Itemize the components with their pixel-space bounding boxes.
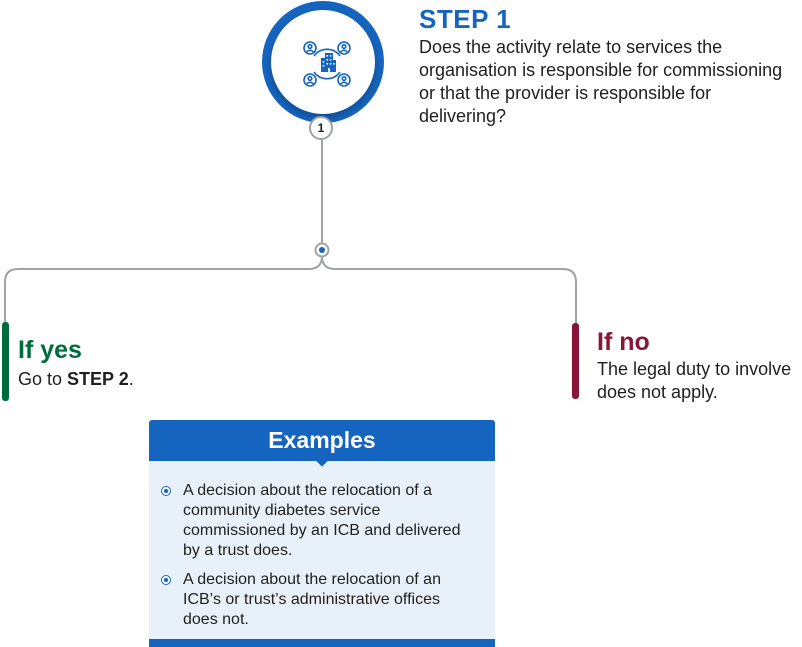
example-text: A decision about the relocation of an IC… bbox=[183, 571, 441, 628]
right-branch-line bbox=[321, 255, 577, 323]
examples-list: A decision about the relocation of a com… bbox=[149, 461, 495, 630]
example-item: A decision about the relocation of an IC… bbox=[161, 570, 479, 630]
no-branch-text: The legal duty to involve does not apply… bbox=[597, 359, 792, 402]
example-item: A decision about the relocation of a com… bbox=[161, 481, 479, 561]
junction-node-dot bbox=[319, 247, 325, 253]
yes-branch-text: Go to STEP 2. bbox=[18, 368, 134, 391]
yes-branch-text-prefix: Go to bbox=[18, 369, 68, 389]
step-number-badge: 1 bbox=[309, 116, 333, 140]
no-branch-title: If no bbox=[597, 328, 650, 356]
examples-header: Examples bbox=[149, 420, 495, 467]
bullet-icon bbox=[161, 486, 171, 496]
yes-branch-bar bbox=[2, 322, 9, 401]
left-branch-line bbox=[4, 255, 323, 322]
step-2-reference: STEP 2 bbox=[67, 369, 129, 389]
no-branch-bar bbox=[572, 323, 579, 399]
step-1-icon-disc bbox=[271, 10, 375, 114]
examples-footer-bar bbox=[149, 639, 495, 647]
yes-branch-text-suffix: . bbox=[128, 369, 134, 389]
example-text: A decision about the relocation of a com… bbox=[183, 482, 461, 559]
examples-title: Examples bbox=[268, 427, 376, 453]
bullet-icon bbox=[161, 575, 171, 585]
examples-box: Examples A decision about the relocation… bbox=[149, 420, 495, 647]
step-1-circle bbox=[262, 1, 384, 123]
people-around-building-icon bbox=[303, 41, 351, 87]
step-question: Does the activity relate to services the… bbox=[419, 37, 783, 126]
step-title: STEP 1 bbox=[419, 4, 512, 34]
yes-branch-title: If yes bbox=[18, 336, 82, 364]
